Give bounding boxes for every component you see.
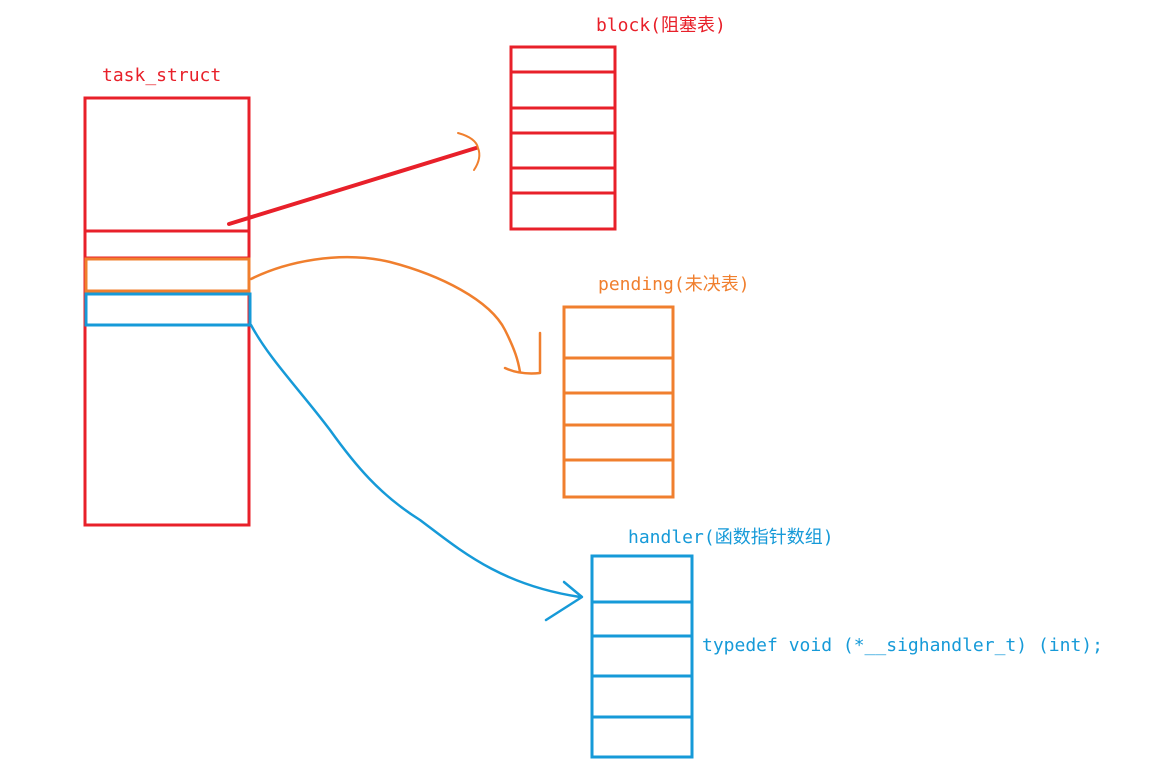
pending-table-outline: [562, 305, 675, 499]
block-table-label: block(阻塞表): [596, 15, 726, 36]
block-table: [509, 45, 617, 231]
red-arrow-head: [457, 132, 481, 171]
task-struct-box: [83, 96, 252, 527]
red-arrow-line: [227, 146, 478, 226]
handler-table-outline: [590, 554, 694, 759]
typedef-label: typedef void (*__sighandler_t) (int);: [702, 635, 1103, 656]
orange-arrow-head: [503, 331, 542, 375]
handler-table: [590, 554, 694, 759]
task-struct-outline: [83, 96, 251, 527]
blue-arrow-curve: [249, 323, 582, 599]
orange-arrow-curve: [249, 255, 522, 374]
arrow-to-pending: [249, 255, 542, 375]
task-struct-label: task_struct: [102, 65, 222, 86]
arrow-to-handler: [249, 323, 584, 622]
block-table-outline: [509, 45, 617, 231]
blue-arrow-head: [544, 580, 584, 622]
handler-table-label: handler(函数指针数组): [628, 527, 834, 548]
pending-table: [562, 305, 675, 499]
task-struct-pending-field: [84, 257, 251, 293]
pending-table-label: pending(未决表): [598, 274, 750, 295]
arrow-to-block: [227, 132, 481, 226]
task-struct-handler-field: [84, 292, 252, 327]
